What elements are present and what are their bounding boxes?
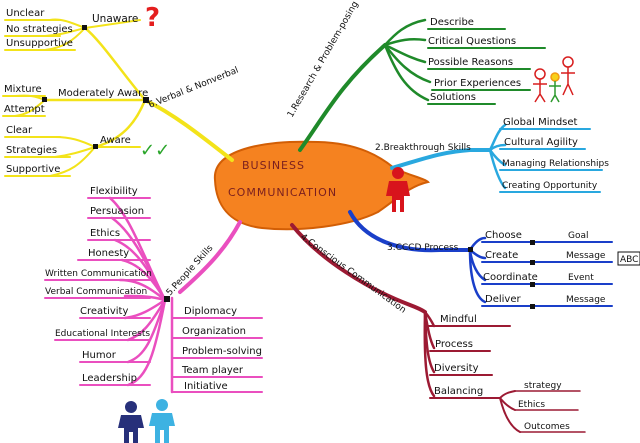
cccd-item-create: Create — [485, 250, 518, 261]
conscious-sub-outcomes: Outcomes — [524, 422, 570, 432]
breakthrough-items: Global Mindset Cultural Agility Managing… — [502, 117, 609, 191]
conscious-item-mindful: Mindful — [440, 314, 477, 325]
breakthrough-item-managing-relationships: Managing Relationships — [502, 159, 609, 169]
verbal-aware-item-supportive: Supportive — [6, 164, 60, 175]
conscious-item-process: Process — [435, 339, 473, 350]
central-title-line2: COMMUNICATION — [228, 186, 337, 199]
verbal-unaware-item-no-strategies: No strategies — [6, 24, 73, 35]
cccd-item-coordinate: Coordinate — [483, 272, 538, 283]
breakthrough-item-creating-opportunity: Creating Opportunity — [502, 181, 598, 191]
verbal-moderate-label: Moderately Aware — [58, 88, 148, 99]
branch-label-research: 1.Research & Problem-posing — [286, 0, 361, 119]
cccd-item-deliver: Deliver — [485, 294, 521, 305]
branch-research — [298, 18, 546, 152]
breakthrough-item-cultural-agility: Cultural Agility — [504, 137, 578, 148]
people-item-honesty: Honesty — [88, 248, 129, 259]
research-item-solutions: Solutions — [430, 92, 476, 103]
branch-conscious — [290, 223, 586, 433]
cccd-sub-message-1: Message — [566, 251, 606, 261]
conscious-item-balancing: Balancing — [434, 386, 483, 397]
verbal-aware-group: Aware Clear Strategies Supportive ✓✓ — [6, 125, 170, 175]
people-item-verbal-communication: Verbal Communication — [45, 287, 147, 297]
branch-cccd — [348, 210, 613, 307]
conscious-items: Mindful Process Diversity Balancing stra… — [434, 314, 570, 432]
cccd-nodes — [468, 240, 535, 309]
central-topic: BUSINESS COMMUNICATION — [213, 140, 430, 231]
research-item-describe: Describe — [430, 17, 474, 28]
person-icon-red — [386, 167, 410, 212]
research-item-prior-experiences: Prior Experiences — [434, 78, 521, 89]
verbal-moderate-group: Moderately Aware Mixture Attempt — [4, 84, 148, 115]
double-check-icon: ✓✓ — [140, 140, 170, 161]
branch-label-breakthrough: 2.Breakthrough Skills — [375, 143, 471, 153]
people-item-leadership: Leadership — [82, 373, 137, 384]
research-items: Describe Critical Questions Possible Rea… — [428, 17, 521, 103]
branch-breakthrough — [390, 123, 603, 193]
conscious-sub-ethics: Ethics — [518, 400, 545, 410]
abc-tag: ABC — [617, 251, 640, 266]
verbal-moderate-item-attempt: Attempt — [4, 104, 45, 115]
cccd-items: Choose Create Coordinate Deliver Goal Me… — [483, 230, 606, 305]
people-item-flexibility: Flexibility — [90, 186, 138, 197]
branch-label-people: 5.People Skills — [165, 243, 216, 298]
verbal-moderate-item-mixture: Mixture — [4, 84, 42, 95]
conscious-item-diversity: Diversity — [434, 363, 479, 374]
research-item-critical-questions: Critical Questions — [428, 36, 516, 47]
verbal-aware-item-strategies: Strategies — [6, 145, 57, 156]
branch-label-cccd: 3.CCCD Process — [387, 243, 459, 253]
branch-verbal — [2, 18, 234, 177]
verbal-unaware-label: Unaware — [92, 13, 138, 25]
person-icon-lightblue — [149, 399, 175, 443]
people-item-diplomacy: Diplomacy — [184, 306, 237, 317]
people-item-ethics: Ethics — [90, 228, 120, 239]
verbal-nodes — [42, 25, 149, 149]
people-item-persuasion: Persuasion — [90, 206, 144, 217]
cccd-sub-event: Event — [568, 273, 594, 283]
people-left-items: Flexibility Persuasion Ethics Honesty Wr… — [45, 186, 152, 384]
verbal-aware-item-clear: Clear — [6, 125, 33, 136]
people-item-initiative: Initiative — [184, 381, 228, 392]
verbal-unaware-item-unclear: Unclear — [6, 8, 45, 19]
people-item-organization: Organization — [182, 326, 246, 337]
verbal-unaware-item-unsupportive: Unsupportive — [6, 38, 73, 49]
person-icon-navy — [118, 401, 144, 443]
people-item-humor: Humor — [82, 350, 117, 361]
central-title-line1: BUSINESS — [242, 159, 305, 172]
stick-figures-illustration — [533, 56, 575, 103]
breakthrough-item-global-mindset: Global Mindset — [503, 117, 578, 128]
verbal-unaware-group: Unaware Unclear No strategies Unsupporti… — [6, 3, 160, 49]
branch-people — [44, 196, 263, 394]
people-right-items: Diplomacy Organization Problem-solving T… — [181, 306, 262, 392]
people-node — [164, 296, 170, 302]
cccd-sub-message-2: Message — [566, 295, 606, 305]
people-item-educational-interests: Educational Interests — [55, 329, 150, 339]
research-item-possible-reasons: Possible Reasons — [428, 57, 513, 68]
verbal-aware-label: Aware — [100, 135, 131, 146]
abc-tag-label: ABC — [620, 255, 638, 265]
question-mark-icon: ? — [145, 3, 160, 33]
branch-label-verbal: 6.Verbal & Nonverbal — [147, 66, 240, 111]
cccd-sub-goal: Goal — [568, 231, 589, 241]
people-item-problem-solving: Problem-solving — [182, 346, 262, 357]
conscious-sub-strategy: strategy — [524, 381, 562, 391]
cccd-item-choose: Choose — [485, 230, 522, 241]
people-item-team-player: Team player — [181, 365, 244, 376]
people-item-creativity: Creativity — [80, 306, 128, 317]
people-item-written-communication: Written Communication — [45, 269, 152, 279]
